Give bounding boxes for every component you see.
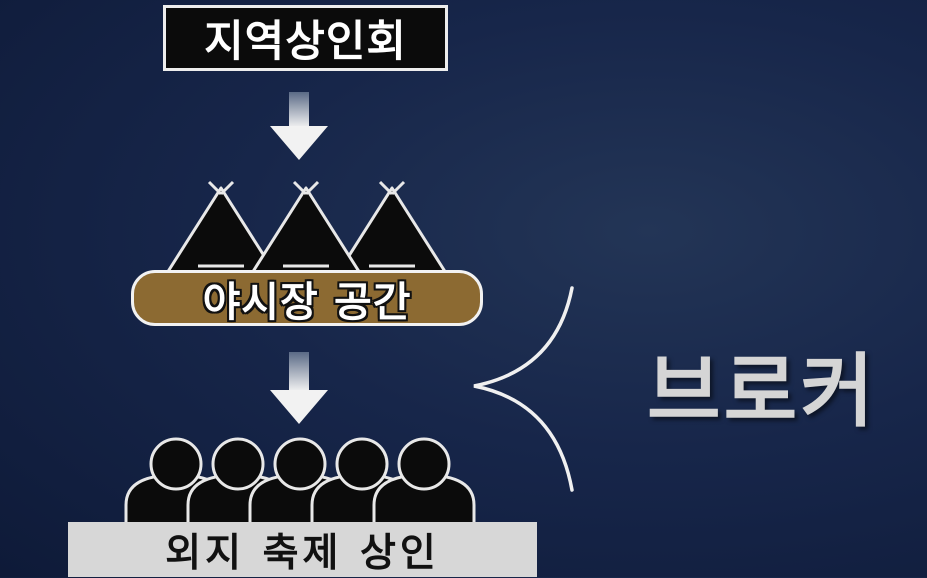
- broker-label: 브로커: [647, 345, 877, 438]
- top-label: 지역상인회: [204, 17, 407, 67]
- bottom-label: 외지 축제 상인: [165, 530, 440, 576]
- space-label: 야시장 공간: [202, 278, 412, 326]
- space-bar: [131, 270, 483, 326]
- space-label-wrap: 야시장 공간: [131, 268, 483, 328]
- arrow-down-icon: [270, 92, 328, 160]
- arrow-down-icon: [270, 352, 328, 424]
- person-icon: [372, 437, 476, 526]
- top-label-box: 지역상인회: [163, 5, 448, 71]
- bottom-label-bar: 외지 축제 상인: [68, 522, 537, 577]
- angle-bracket-icon: [473, 286, 574, 492]
- broker-label-wrap: 브로커: [647, 335, 897, 438]
